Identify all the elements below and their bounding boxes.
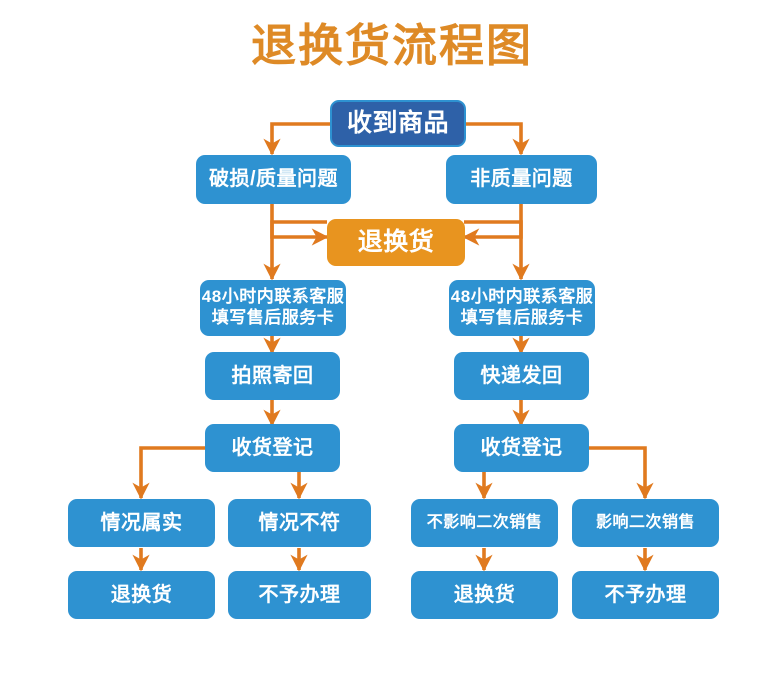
node-return-exchange-1[interactable]: 退换货 bbox=[68, 571, 215, 619]
node-label: 情况不符 bbox=[258, 511, 341, 534]
node-label: 拍照寄回 bbox=[231, 364, 314, 387]
edge-n1-n3 bbox=[465, 122, 530, 156]
edge-n1-n2 bbox=[263, 122, 330, 156]
node-receipt-registration-right[interactable]: 收货登记 bbox=[454, 424, 589, 472]
node-return-exchange-main[interactable]: 退换货 bbox=[327, 219, 465, 266]
node-label: 收货登记 bbox=[231, 436, 314, 459]
node-situation-mismatch[interactable]: 情况不符 bbox=[228, 499, 371, 547]
node-label-line2: 填写售后服务卡 bbox=[211, 308, 335, 327]
node-receipt-registration-left[interactable]: 收货登记 bbox=[205, 424, 340, 472]
node-situation-true[interactable]: 情况属实 bbox=[68, 499, 215, 547]
edge-n4-n5 bbox=[263, 220, 327, 281]
node-contact-service-right[interactable]: 48小时内联系客服 填写售后服务卡 bbox=[449, 280, 595, 336]
node-label-line2: 填写售后服务卡 bbox=[460, 308, 584, 327]
node-label: 收货登记 bbox=[480, 436, 563, 459]
node-label: 情况属实 bbox=[100, 511, 183, 534]
node-label: 退换货 bbox=[110, 583, 173, 606]
node-label: 退换货 bbox=[453, 583, 516, 606]
node-label-line1: 48小时内联系客服 bbox=[201, 287, 345, 307]
node-damaged-quality-issue[interactable]: 破损/质量问题 bbox=[196, 155, 351, 204]
node-label: 不予办理 bbox=[258, 583, 341, 606]
node-label: 不予办理 bbox=[604, 583, 687, 606]
node-not-processed-1[interactable]: 不予办理 bbox=[228, 571, 371, 619]
node-not-processed-2[interactable]: 不予办理 bbox=[572, 571, 719, 619]
node-label-line1: 48小时内联系客服 bbox=[450, 287, 594, 307]
node-label: 退换货 bbox=[357, 228, 435, 257]
node-received-goods[interactable]: 收到商品 bbox=[330, 100, 466, 147]
node-label: 破损/质量问题 bbox=[208, 168, 339, 191]
node-label: 快递发回 bbox=[480, 364, 563, 387]
edge-n3-n4 bbox=[462, 204, 523, 246]
node-label: 收到商品 bbox=[346, 109, 449, 138]
node-impact-resale[interactable]: 影响二次销售 bbox=[572, 499, 719, 547]
edge-n2-n4 bbox=[270, 204, 329, 246]
node-contact-service-left[interactable]: 48小时内联系客服 填写售后服务卡 bbox=[200, 280, 346, 336]
node-label: 影响二次销售 bbox=[595, 514, 695, 532]
node-courier-send-back[interactable]: 快递发回 bbox=[454, 352, 589, 400]
node-label: 非质量问题 bbox=[470, 168, 573, 191]
edge-n9-n11 bbox=[132, 446, 205, 500]
edge-n10-n14 bbox=[588, 446, 654, 500]
node-non-quality-issue[interactable]: 非质量问题 bbox=[446, 155, 597, 204]
page-title: 退换货流程图 bbox=[250, 20, 533, 71]
node-label: 不影响二次销售 bbox=[426, 514, 543, 532]
node-no-impact-resale[interactable]: 不影响二次销售 bbox=[411, 499, 558, 547]
node-return-exchange-2[interactable]: 退换货 bbox=[411, 571, 558, 619]
node-photo-send-back[interactable]: 拍照寄回 bbox=[205, 352, 340, 400]
edge-n4-n6 bbox=[464, 220, 530, 281]
